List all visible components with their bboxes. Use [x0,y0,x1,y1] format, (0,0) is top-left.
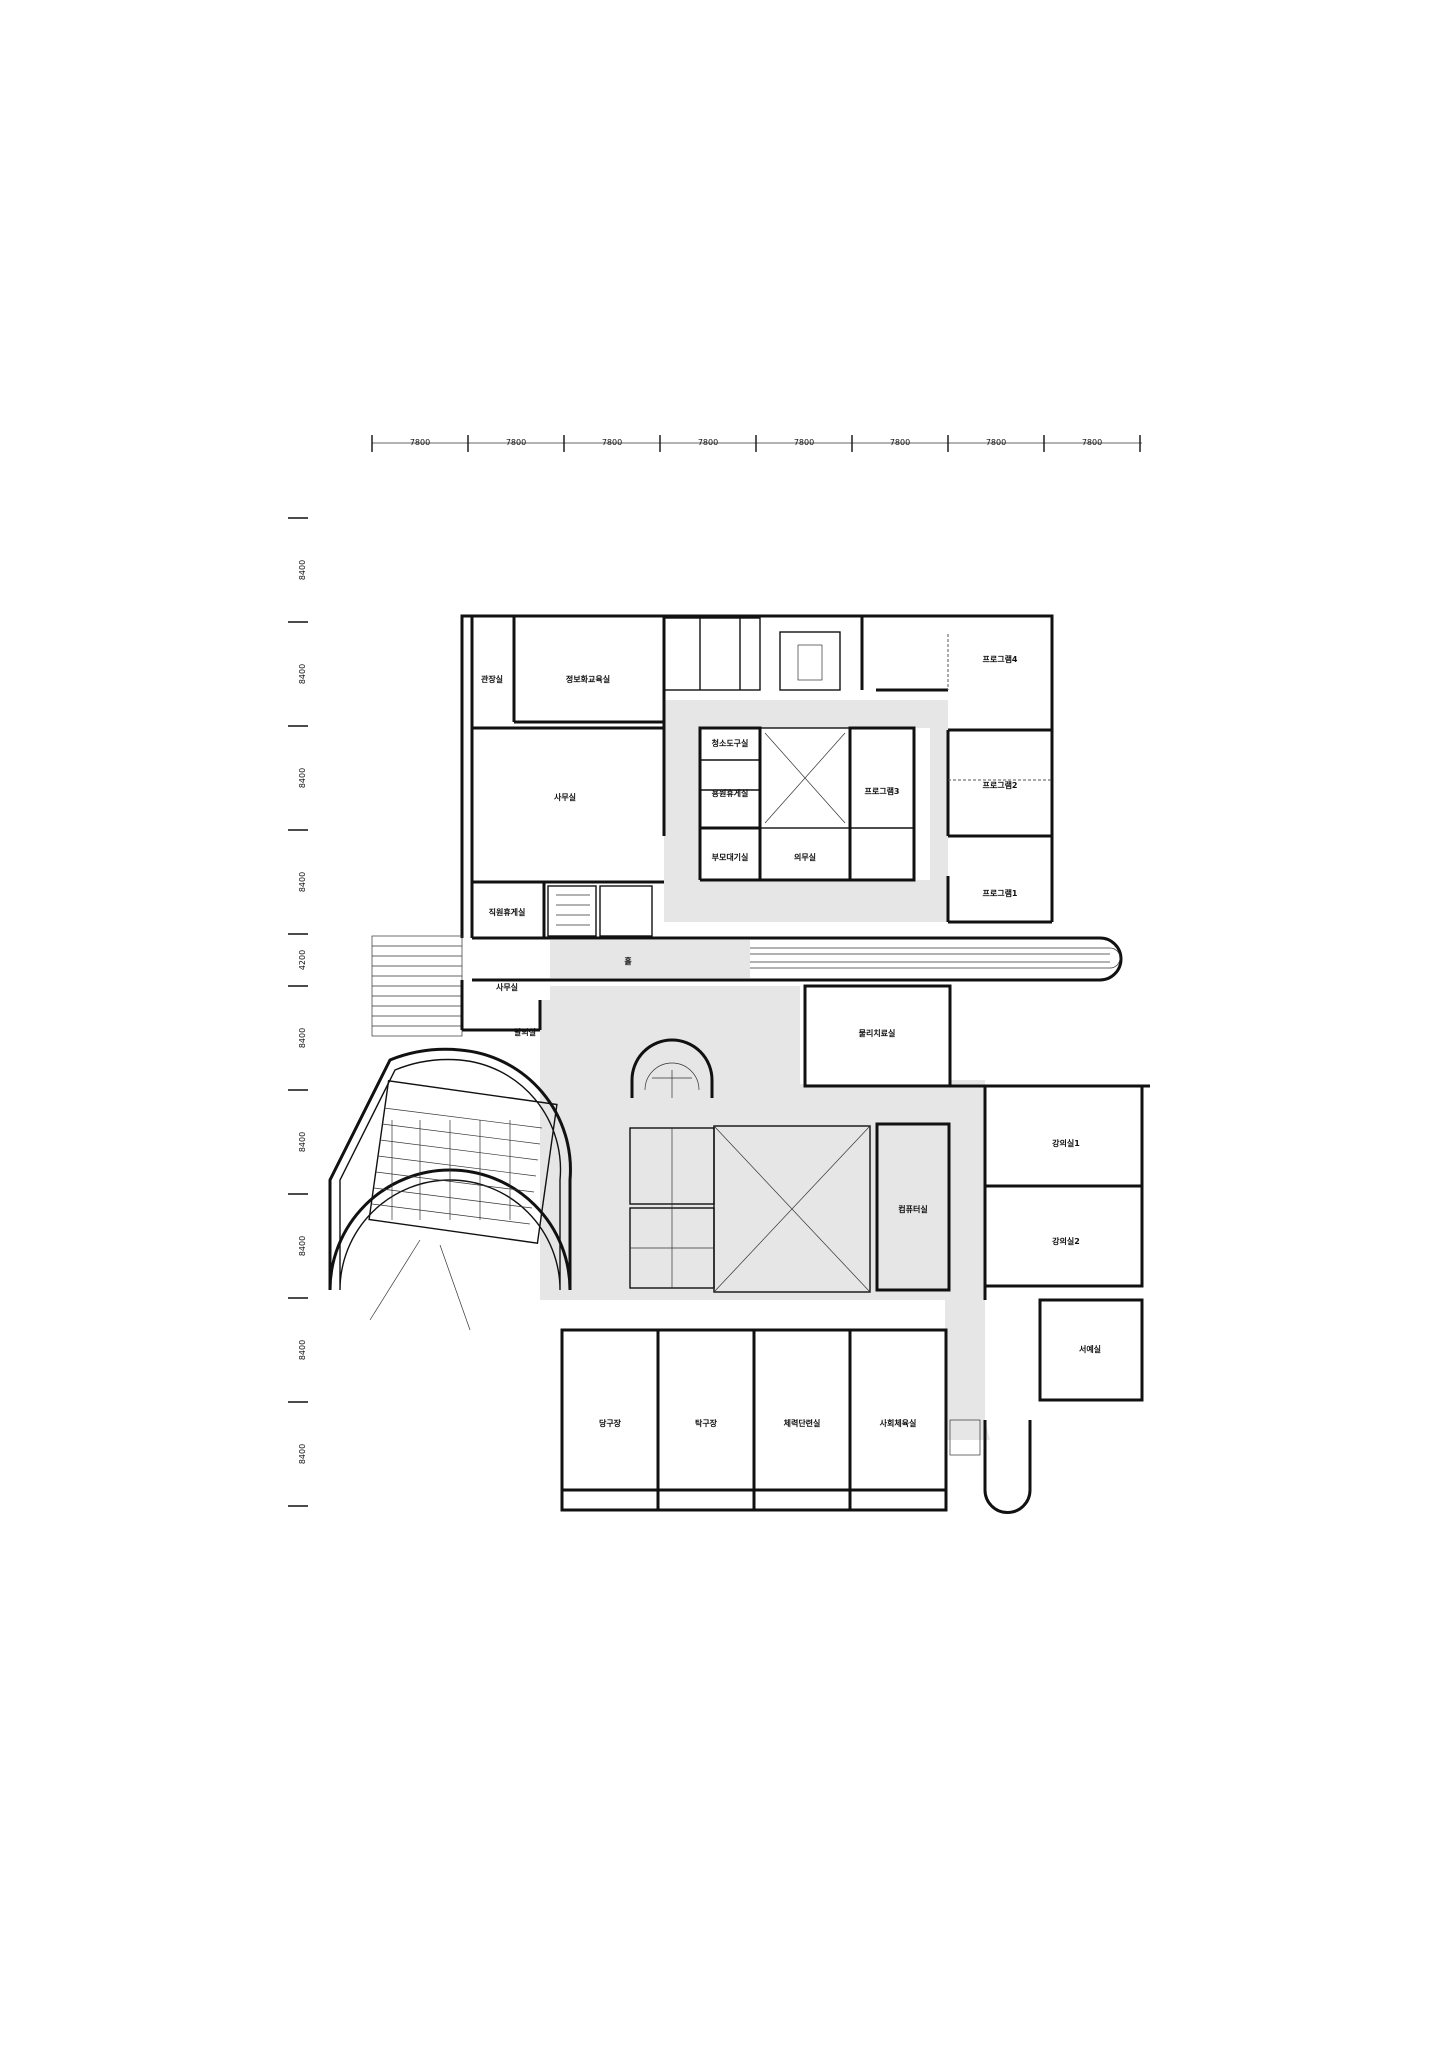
room-label: 프로그램4 [982,654,1017,664]
dim-label-v: 8400 [298,872,307,892]
room-label: 사회체육실 [880,1418,917,1428]
dim-label-v: 8400 [298,768,307,788]
room-label: 용원휴게실 [712,788,749,798]
room-label: 체력단련실 [784,1418,821,1428]
room-label: 프로그램2 [982,780,1017,790]
room-labels: 관장실 정보화교육실 사무실 직원휴게실 사무실 탈의실 청소도구실 용원휴게실… [481,654,1101,1428]
left-dimension-line: 8400 8400 8400 8400 4200 8400 8400 8400 … [288,517,308,1507]
room-label: 사무실 [554,792,576,802]
room-label: 프로그램3 [864,786,899,796]
dim-label-v: 8400 [298,1028,307,1048]
dim-label-h: 7800 [986,438,1006,447]
room-label: 청소도구실 [712,738,749,748]
room-label: 탁구장 [695,1418,718,1428]
dim-label-v: 8400 [298,560,307,580]
dim-label-h: 7800 [506,438,526,447]
dim-label-h: 7800 [698,438,718,447]
room-label: 컴퓨터실 [898,1204,927,1214]
building-walls [328,614,1150,1514]
dim-label-v: 8400 [298,1444,307,1464]
room-label: 프로그램1 [982,888,1017,898]
room-label: 직원휴게실 [489,907,526,917]
dim-label-h: 7800 [602,438,622,447]
top-dimension-line: 7800 7800 7800 7800 7800 7800 7800 7800 [371,435,1142,452]
dim-label-h: 7800 [410,438,430,447]
dim-label-v: 4200 [298,950,307,970]
room-label: 강의실2 [1052,1236,1080,1246]
room-label: 관장실 [481,674,503,684]
room-label: 서예실 [1079,1344,1101,1354]
dim-label-h: 7800 [1082,438,1102,447]
west-ramp [371,935,463,1037]
dim-label-h: 7800 [794,438,814,447]
auditorium-seating [368,1080,558,1244]
room-label: 정보화교육실 [566,674,610,684]
dim-label-v: 8400 [298,1132,307,1152]
room-label: 홀 [624,956,632,966]
dim-label-v: 8400 [298,1236,307,1256]
room-label: 부모대기실 [712,852,749,862]
room-label: 강의실1 [1052,1138,1080,1148]
room-label: 사무실 [496,982,518,992]
dim-label-h: 7800 [890,438,910,447]
room-label: 탈의실 [514,1027,536,1037]
dim-label-v: 8400 [298,1340,307,1360]
room-label: 물리치료실 [859,1028,896,1038]
room-label: 의무실 [794,852,816,862]
dim-label-v: 8400 [298,664,307,684]
room-label: 당구장 [599,1418,622,1428]
